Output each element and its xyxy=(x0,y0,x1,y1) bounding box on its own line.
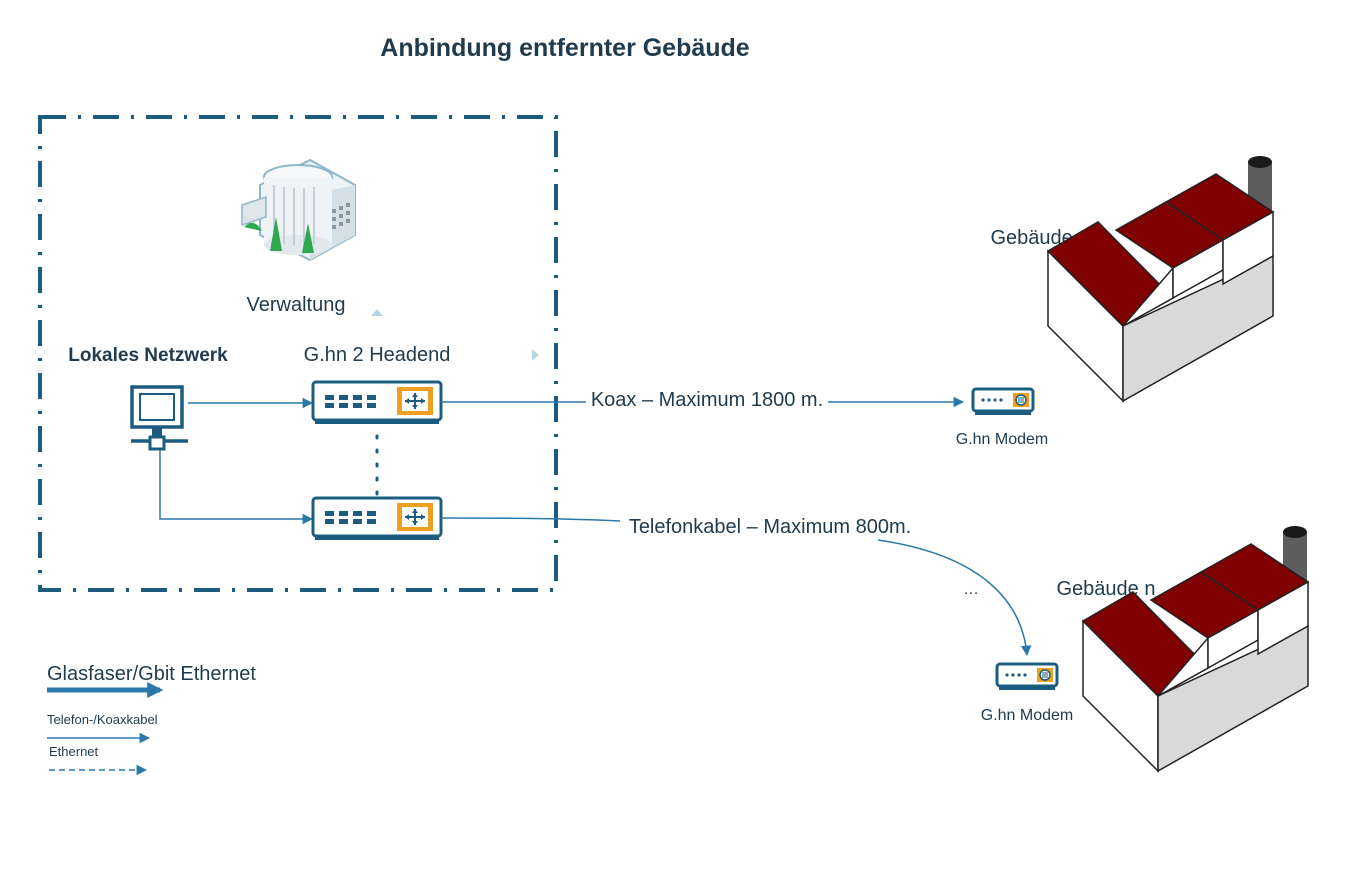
building-n-factory-icon xyxy=(1082,525,1309,772)
building-n-label: Gebäude n xyxy=(1057,578,1156,600)
legend-fiber-label: Glasfaser/Gbit Ethernet xyxy=(47,663,256,685)
building1-factory-icon xyxy=(1047,155,1274,402)
modem-n-icon xyxy=(995,662,1059,692)
koax-label: Koax – Maximum 1800 m. xyxy=(591,389,823,411)
telefon-link-b xyxy=(877,539,1032,657)
decorative-marker xyxy=(371,309,383,316)
headend2-switch-icon xyxy=(311,496,443,542)
legend-ethernet-label: Ethernet xyxy=(49,744,99,759)
administration-boundary xyxy=(38,115,558,592)
ethernet-link-headend2 xyxy=(159,450,314,525)
lan-label: Lokales Netzwerk xyxy=(68,345,228,366)
verwaltung-label: Verwaltung xyxy=(247,294,346,316)
modem1-label: G.hn Modem xyxy=(956,431,1048,448)
headend-label: G.hn 2 Headend xyxy=(304,344,451,366)
modem-n-label: G.hn Modem xyxy=(981,707,1073,724)
headend-switch-icon xyxy=(311,380,443,426)
decorative-marker xyxy=(532,349,539,361)
workstation-icon xyxy=(130,385,188,451)
more-buildings-ellipsis: … xyxy=(963,581,979,598)
telefon-link-a xyxy=(440,517,621,522)
modem1-icon xyxy=(971,387,1035,417)
diagram-title: Anbindung entfernter Gebäude xyxy=(380,34,750,62)
legend-copper-label: Telefon-/Koaxkabel xyxy=(47,712,158,727)
office-building-icon xyxy=(241,158,356,262)
telefon-label: Telefonkabel – Maximum 800m. xyxy=(629,516,911,538)
